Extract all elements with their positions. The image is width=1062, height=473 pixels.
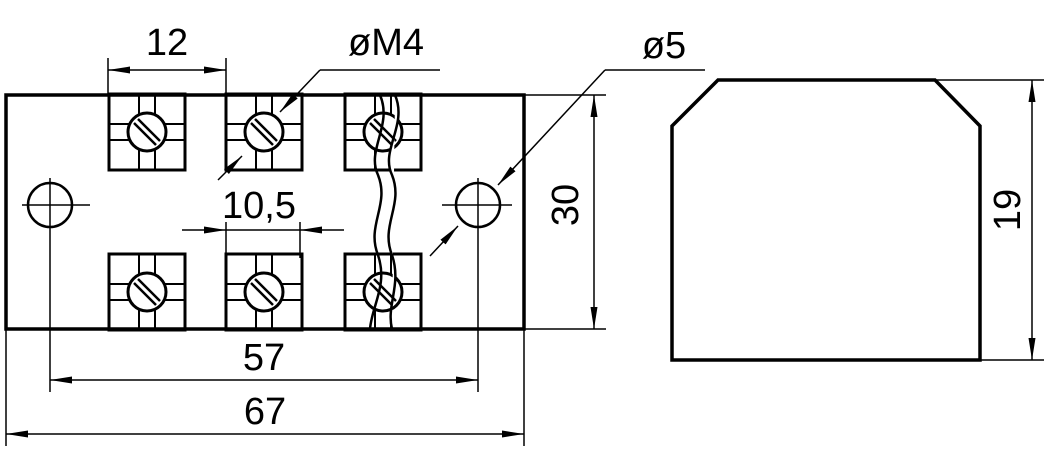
screw-terminal [107, 92, 187, 172]
screw-terminal [107, 252, 187, 332]
dimensions: 12 øM4 ø5 10,5 [5, 22, 1044, 446]
side-view [670, 78, 982, 362]
dim-label-side-height: 19 [987, 189, 1029, 231]
dim-label-pitch: 12 [146, 22, 188, 64]
dim-hole-spacing: 57 [49, 232, 479, 392]
screw-terminal [343, 252, 423, 332]
front-view [4, 92, 526, 332]
mounting-hole-right [442, 178, 512, 232]
side-profile-outline [670, 78, 982, 362]
break-lines [368, 94, 400, 330]
dim-label-hole-spacing: 57 [243, 337, 285, 379]
dim-body-height: 30 [524, 94, 606, 330]
dim-screw-thread: øM4 [217, 22, 440, 181]
dim-label-height: 30 [545, 184, 587, 226]
mounting-hole-left [22, 178, 90, 232]
screw-terminal [224, 252, 304, 332]
dim-label-hole: ø5 [642, 25, 686, 67]
dim-side-height: 19 [935, 79, 1044, 361]
dim-screw-spacing: 10,5 [182, 185, 344, 258]
screw-head [243, 271, 285, 313]
dim-label-overall: 67 [244, 391, 286, 433]
screw-head [126, 271, 168, 313]
screw-head [243, 111, 285, 153]
dim-mounting-hole: ø5 [429, 25, 705, 257]
screw-terminal [224, 92, 304, 172]
dim-label-spacing: 10,5 [222, 185, 296, 227]
screw-head [126, 111, 168, 153]
dim-overall-length: 67 [5, 329, 525, 446]
dim-label-thread: øM4 [348, 22, 424, 64]
dim-terminal-pitch: 12 [107, 22, 227, 95]
